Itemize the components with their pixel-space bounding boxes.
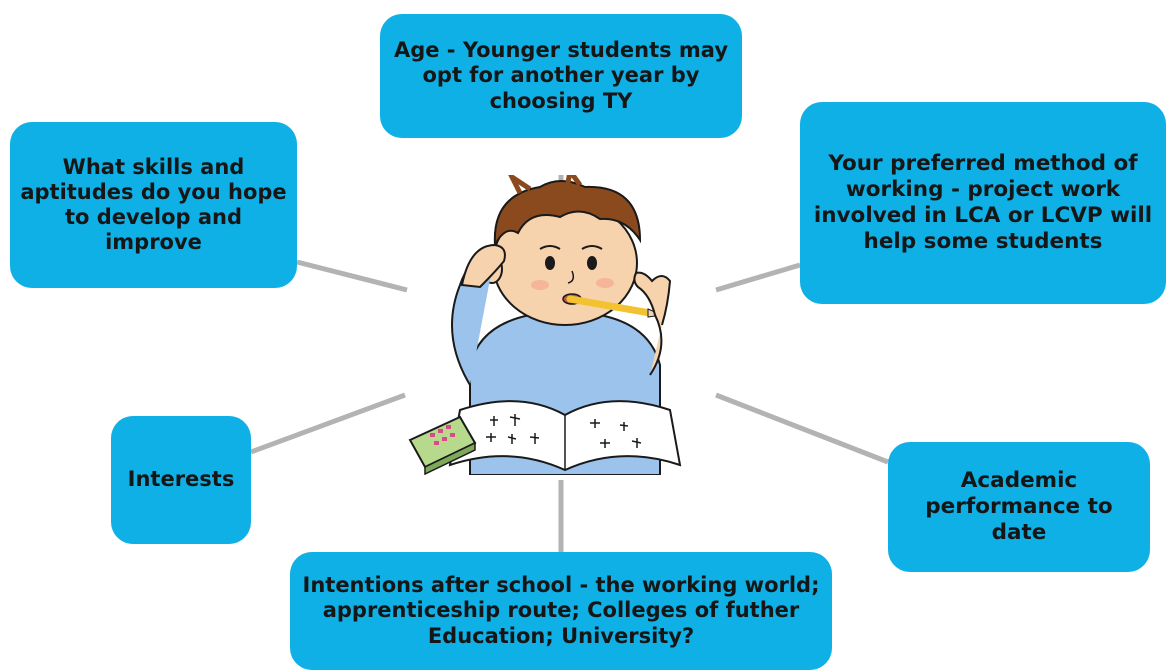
node-preferred-method-text: Your preferred method of working - proje… (813, 151, 1153, 254)
connector-skills (296, 259, 408, 293)
node-academic-performance: Academic performance to date (888, 442, 1150, 572)
node-preferred-method: Your preferred method of working - proje… (800, 102, 1166, 304)
node-intentions-text: Intentions after school - the working wo… (302, 573, 820, 648)
connector-academic (715, 392, 889, 465)
node-academic-performance-text: Academic performance to date (925, 468, 1113, 545)
connector-method (715, 262, 801, 293)
calculator-icon (408, 415, 477, 475)
node-age-text: Age - Younger students may opt for anoth… (393, 38, 729, 113)
node-age: Age - Younger students may opt for anoth… (380, 14, 742, 138)
node-intentions: Intentions after school - the working wo… (290, 552, 832, 670)
student-studying-illustration (408, 175, 682, 475)
node-interests: Interests (111, 416, 251, 544)
connector-interests (250, 392, 406, 455)
node-interests-text: Interests (127, 467, 235, 492)
node-skills-text: What skills and aptitudes do you hope to… (20, 154, 287, 255)
node-skills: What skills and aptitudes do you hope to… (10, 122, 297, 288)
